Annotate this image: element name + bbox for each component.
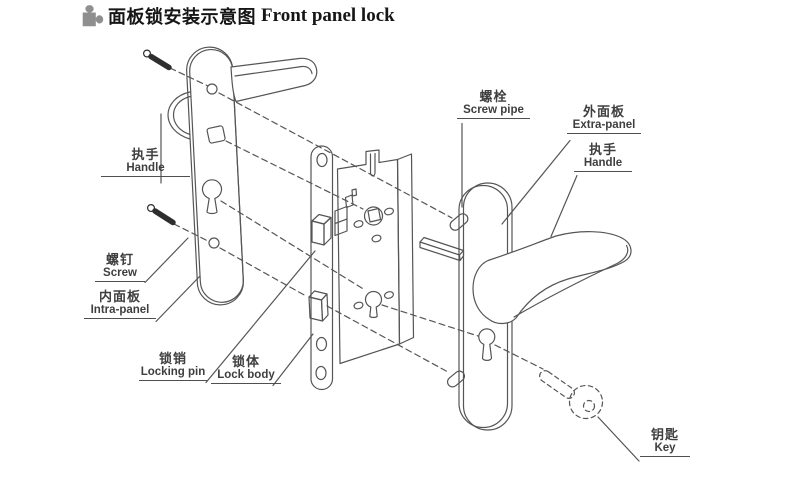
screw-shaft-bottom	[152, 208, 176, 226]
lock-case	[336, 149, 415, 365]
key-stem	[539, 370, 575, 399]
screw-shaft-top	[148, 53, 172, 71]
panel-screw-hole-top	[206, 83, 218, 95]
spindle-bar	[419, 236, 465, 262]
screw-head-top	[143, 49, 152, 58]
assembly-alignment-dashes	[169, 67, 544, 373]
panel-keyhole	[201, 179, 223, 215]
label-handle-right: 执手 Handle	[574, 142, 632, 172]
screw-head-bottom	[147, 204, 156, 213]
label-screw-pipe: 螺栓 Screw pipe	[457, 89, 530, 119]
key-drawing	[539, 370, 604, 420]
latch-bolt	[311, 205, 348, 246]
lock-faceplate	[310, 145, 334, 391]
puzzle-icon	[82, 5, 104, 27]
case-spindle-hole	[363, 206, 384, 226]
screw-pipes	[446, 213, 469, 388]
screw-pipe-top	[449, 213, 469, 231]
intra-panel-plate	[167, 46, 244, 306]
label-key: 钥匙 Key	[640, 427, 690, 457]
spindle-square-hole	[206, 125, 226, 144]
label-locking-pin: 锁销 Locking pin	[139, 351, 207, 381]
extra-panel-keyhole	[478, 328, 496, 361]
deadbolt	[308, 290, 329, 322]
key-bow-hole	[582, 399, 596, 413]
handle-grip-bump	[167, 91, 191, 140]
label-lock-body: 锁体 Lock body	[211, 354, 281, 384]
panel-screw-hole-bottom	[208, 237, 220, 249]
key-bow	[568, 384, 604, 420]
title-chinese: 面板锁安装示意图	[108, 7, 256, 27]
handle-right-lever	[472, 231, 632, 325]
label-handle-left: 执手 Handle	[101, 147, 190, 177]
label-intra-panel: 内面板 Intra-panel	[84, 289, 156, 319]
case-keyhole	[364, 290, 383, 319]
label-screw: 螺钉 Screw	[95, 252, 145, 282]
label-leader-lines	[144, 113, 640, 462]
title-english: Front panel lock	[261, 5, 395, 26]
handle-left-lever	[230, 57, 318, 103]
page-title: 面板锁安装示意图 Front panel lock	[80, 3, 395, 29]
label-extra-panel: 外面板 Extra-panel	[567, 104, 641, 134]
mounting-screws	[143, 49, 176, 226]
